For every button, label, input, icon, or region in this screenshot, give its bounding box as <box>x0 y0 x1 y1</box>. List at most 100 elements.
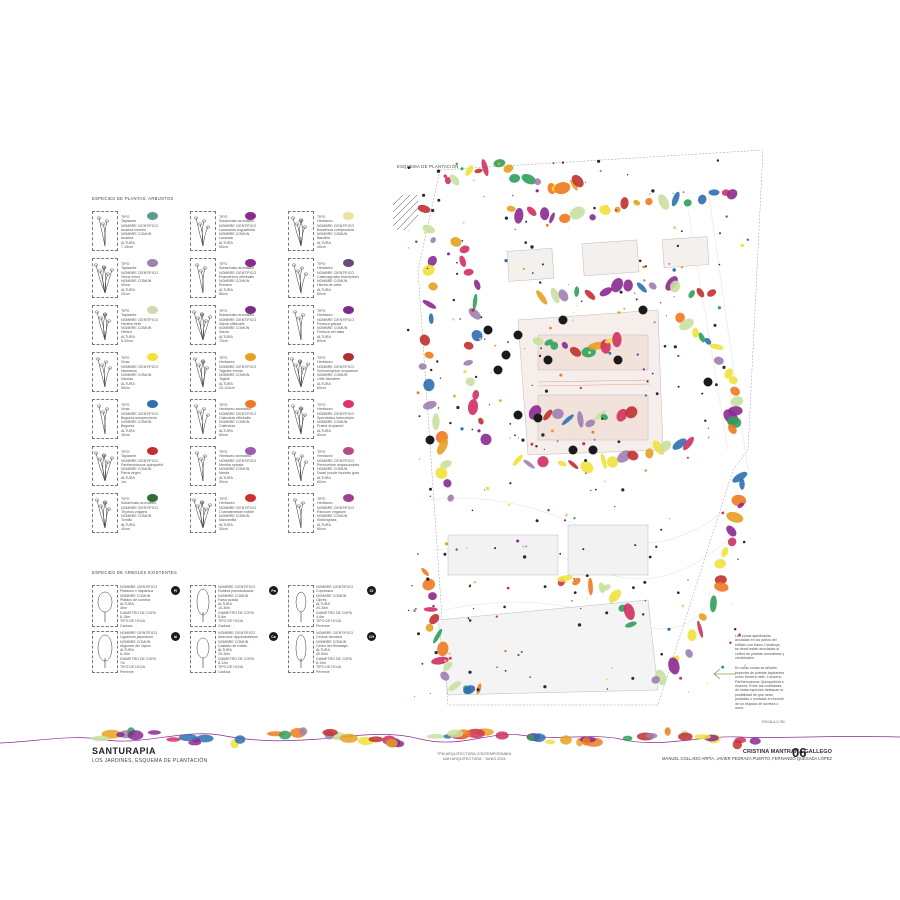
planting-dot <box>660 528 663 531</box>
plant-illustration <box>190 399 216 439</box>
plant-info-line: 5-20cm <box>121 339 133 344</box>
tree-illustration <box>92 585 118 627</box>
planting-dot <box>514 228 516 230</box>
planting-dot <box>507 503 511 506</box>
planting-blob <box>698 332 706 343</box>
plant-color-swatch <box>343 494 354 502</box>
planting-dot <box>593 206 596 210</box>
plant-info-line: NOMBRE COMÚN <box>219 232 250 237</box>
plant-info-line: NOMBRE COMÚN <box>317 232 348 237</box>
plant-info-line: Prairie dropseed <box>317 424 344 429</box>
planting-dot <box>539 281 542 284</box>
tree-location-marker <box>493 365 503 375</box>
planting-dot <box>732 603 734 605</box>
course-line: TFM ARQUITECTURA CONTEMPORÁNEA <box>437 752 512 756</box>
tree-info-line: TIPO DE HOJA <box>120 619 145 624</box>
planting-dot <box>540 347 542 350</box>
planting-blob <box>472 293 478 310</box>
band-blob <box>678 732 693 741</box>
plant-info-line: TIPO <box>317 309 326 313</box>
plant-info-line: TIPO <box>317 450 326 454</box>
planting-dot <box>651 189 655 193</box>
band-blob <box>749 737 761 745</box>
plant-info-line: Caléndula <box>219 424 236 429</box>
planting-dot <box>582 442 586 446</box>
planting-blob <box>726 511 744 523</box>
band-blob <box>664 727 671 736</box>
plant-info-line: NOMBRE CIENTÍFICO <box>219 458 257 463</box>
planting-blob <box>444 176 451 185</box>
plant-info-line: Calamagrostis brachytricha <box>317 274 359 279</box>
plant-illustration <box>92 446 118 486</box>
plant-info-line: NOMBRE CIENTÍFICO <box>121 505 159 510</box>
plant-info-line: Chamaemelum nobile <box>219 509 254 514</box>
plant-info-line: ALTURA <box>219 475 233 480</box>
planting-dot <box>709 592 711 594</box>
plant-info-line: NOMBRE CIENTÍFICO <box>317 270 355 275</box>
planting-dot <box>677 354 680 357</box>
planting-dot <box>680 266 684 269</box>
plant-info-line: NOMBRE COMÚN <box>317 420 348 425</box>
planting-blob <box>443 479 452 488</box>
planting-dot <box>516 539 520 543</box>
planting-dot <box>621 488 625 492</box>
legend-paragraph-1: Las zonas ajardinadas anuladas en los pa… <box>735 634 785 661</box>
planting-dot <box>431 208 435 213</box>
planting-blob <box>550 341 559 350</box>
plant-info-line: NOMBRE COMÚN <box>121 467 152 472</box>
plant-info-line: Panicum virgatum <box>317 509 346 514</box>
planting-blob <box>463 685 476 695</box>
author-name: CRISTINA MANTRANA GALLEGO <box>742 749 832 755</box>
planting-dot <box>426 577 430 581</box>
plant-illustration <box>190 258 216 298</box>
planting-blob <box>714 575 727 585</box>
plant-color-swatch <box>245 306 256 314</box>
planting-dot <box>538 354 542 358</box>
planting-dot <box>504 670 507 672</box>
planting-dot <box>644 469 647 472</box>
planting-dot <box>471 509 474 512</box>
planting-dot <box>571 319 574 322</box>
plant-info-line: Mentha spicata <box>219 462 244 467</box>
plant-info-line: Thymus vulgaris <box>121 509 148 514</box>
plant-info-line: ALTURA <box>317 381 331 386</box>
plant-illustration <box>288 493 314 533</box>
planting-blob <box>437 641 449 657</box>
tree-info-line: TIPO DE HOJA <box>316 665 341 670</box>
planting-blob <box>467 399 479 416</box>
plant-illustration <box>92 352 118 392</box>
tree-info-line: ALTURA <box>120 648 134 653</box>
plant-info-line: 80cm <box>219 292 228 297</box>
planting-blob <box>574 286 580 297</box>
tree-info-line: Caduca <box>120 623 133 628</box>
planting-blob <box>558 289 569 302</box>
plant-info-line: 60cm <box>219 245 228 250</box>
planting-dot <box>605 611 609 615</box>
plant-info-line: NOMBRE CIENTÍFICO <box>219 505 257 510</box>
planting-blob <box>478 417 484 425</box>
planting-dot <box>550 429 554 433</box>
planting-blob <box>730 386 740 396</box>
planting-blob <box>539 207 550 221</box>
band-blob <box>166 737 181 742</box>
plants-section-title: ESPECIES DE PLANTAS, ARBUSTOS <box>92 196 174 201</box>
plant-info-line: 50cm <box>121 386 130 391</box>
planting-dot <box>459 318 462 320</box>
tree-info-line: DIÁMETRO DE COPA <box>316 656 352 661</box>
planting-dot <box>543 448 546 451</box>
planting-dot <box>634 544 637 547</box>
planting-dot <box>644 265 647 268</box>
tree-info-line: TIPO DE HOJA <box>218 619 243 624</box>
planting-dot <box>462 221 465 224</box>
planting-dot <box>504 259 508 263</box>
plant-illustration <box>92 399 118 439</box>
tree-location-marker <box>513 410 523 420</box>
tree-code-badge: Al <box>171 632 180 641</box>
planting-dot <box>521 438 525 442</box>
planting-blob <box>569 346 582 357</box>
plant-info-line: ALTURA <box>317 522 331 527</box>
planting-dot <box>608 351 612 355</box>
